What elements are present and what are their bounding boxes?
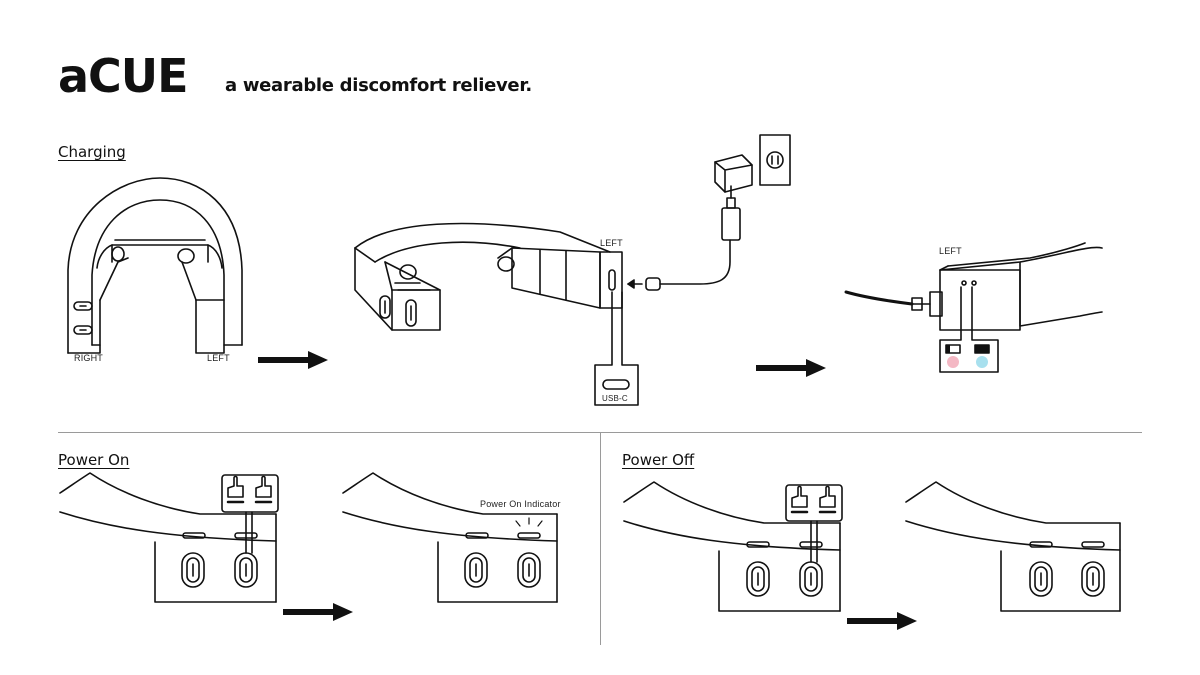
led-indicator-callout: [939, 286, 999, 373]
power-indicator-glow: [515, 517, 543, 527]
label-usb-c: USB-C: [602, 394, 628, 403]
usb-c-port-icon: [602, 379, 630, 390]
section-divider-horizontal: [58, 432, 1142, 433]
label-left-front: LEFT: [207, 353, 230, 363]
power-adapter-icon: [714, 154, 753, 193]
battery-full-icon: [974, 344, 990, 354]
device-front-view: [67, 177, 243, 354]
charging-cable: [627, 185, 741, 291]
device-end-view: [844, 242, 1103, 331]
press-hand-icon: [790, 485, 837, 514]
label-left-side: LEFT: [600, 238, 623, 248]
brand-tagline: a wearable discomfort reliever.: [225, 75, 532, 96]
section-heading-power-off: Power Off: [622, 451, 695, 469]
section-heading-charging: Charging: [58, 143, 126, 161]
press-hand-icon: [226, 475, 273, 504]
power-on-before: [59, 472, 279, 603]
full-battery-led: [976, 356, 988, 368]
wall-outlet-icon: [759, 134, 791, 186]
section-heading-power-on: Power On: [58, 451, 130, 469]
usb-c-port-callout: [594, 291, 639, 406]
low-battery-led: [947, 356, 959, 368]
label-left-end: LEFT: [939, 246, 962, 256]
arrow-right-icon: [258, 351, 328, 369]
power-off-before: [623, 481, 843, 612]
label-right: RIGHT: [74, 353, 103, 363]
arrow-right-icon: [756, 359, 826, 377]
power-off-after: [905, 481, 1121, 612]
arrow-right-icon: [847, 612, 917, 630]
label-power-on-indicator: Power On Indicator: [480, 499, 561, 509]
section-divider-vertical: [600, 433, 601, 645]
power-on-after: [342, 472, 558, 603]
brand-title: aCUE: [58, 49, 189, 103]
device-perspective-view: [354, 222, 623, 331]
arrow-right-icon: [283, 603, 353, 621]
